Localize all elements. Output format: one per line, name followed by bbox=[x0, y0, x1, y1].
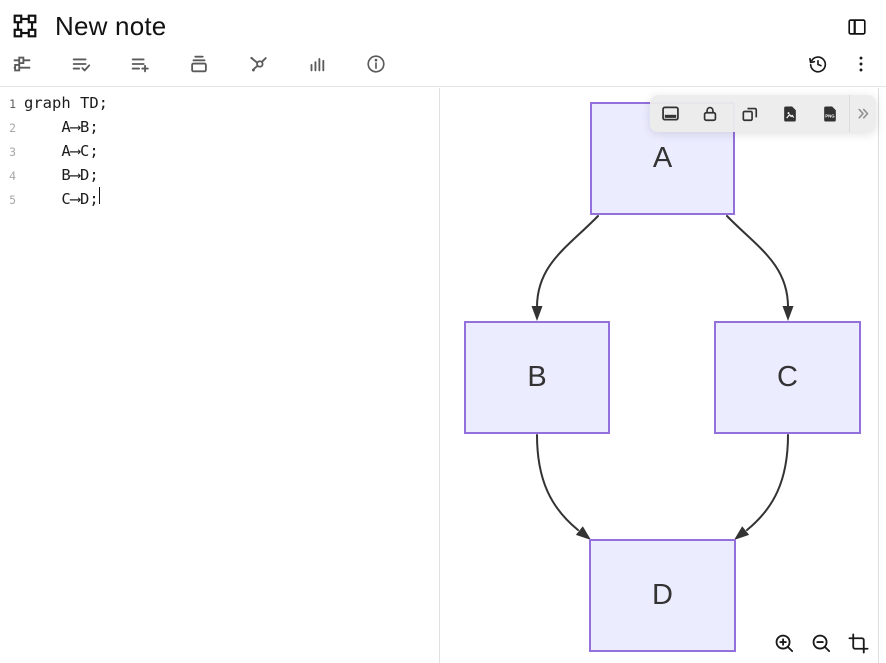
actions-toolbar bbox=[0, 47, 886, 81]
diagram-node-c[interactable]: C bbox=[714, 321, 861, 434]
duplicate-icon bbox=[742, 107, 758, 121]
code-line[interactable]: 2 A⟶B; bbox=[0, 115, 439, 139]
diagram-edges bbox=[531, 215, 794, 540]
edge-a-b bbox=[536, 215, 599, 308]
canvas-controls bbox=[772, 631, 870, 655]
stats-bars-icon bbox=[310, 58, 325, 72]
frame-icon bbox=[12, 13, 38, 39]
more-menu-button[interactable] bbox=[843, 48, 879, 80]
archive-box-button[interactable] bbox=[181, 48, 217, 80]
export-image-button[interactable] bbox=[770, 95, 810, 132]
export-png-button[interactable]: PNG bbox=[810, 95, 849, 132]
fit-to-screen-button[interactable] bbox=[846, 631, 870, 655]
line-number: 1 bbox=[9, 97, 16, 111]
expand-more-button[interactable] bbox=[849, 95, 876, 132]
diagram-canvas[interactable]: A B C D bbox=[441, 88, 886, 663]
duplicate-button[interactable] bbox=[730, 95, 770, 132]
mind-map-icon bbox=[250, 56, 267, 72]
selection-toolbar: PNG bbox=[650, 95, 876, 132]
text-cursor bbox=[98, 187, 101, 204]
mind-map-button[interactable] bbox=[240, 48, 276, 80]
actions-left bbox=[0, 48, 394, 80]
code-text: A⟶B; bbox=[24, 118, 99, 136]
export-png-icon: PNG bbox=[823, 106, 836, 121]
code-line[interactable]: 3 A⟶C; bbox=[0, 139, 439, 163]
zoom-out-button[interactable] bbox=[809, 631, 833, 655]
edge-a-c bbox=[726, 215, 789, 308]
zoom-in-icon bbox=[775, 634, 793, 652]
list-add-icon bbox=[131, 58, 149, 73]
code-line[interactable]: 5 C⟶D; bbox=[0, 187, 439, 211]
svg-text:PNG: PNG bbox=[825, 113, 835, 118]
list-check-icon bbox=[72, 58, 91, 72]
lock-button[interactable] bbox=[690, 95, 730, 132]
adjustments-button[interactable] bbox=[4, 48, 40, 80]
zoom-out-icon bbox=[812, 634, 830, 652]
line-number: 2 bbox=[9, 121, 16, 135]
code-line[interactable]: 1 graph TD; bbox=[0, 91, 439, 115]
export-image-icon bbox=[784, 106, 796, 121]
line-number: 4 bbox=[9, 169, 16, 183]
node-label: B bbox=[527, 361, 547, 393]
page-title: New note bbox=[55, 10, 167, 41]
title-row: New note bbox=[0, 8, 886, 44]
node-label: A bbox=[652, 142, 673, 174]
arrowhead-d-left bbox=[575, 526, 591, 540]
node-label: D bbox=[652, 579, 673, 611]
chevrons-right-icon bbox=[858, 108, 869, 119]
panel-right-icon[interactable] bbox=[842, 12, 872, 42]
arrowhead-d-right bbox=[734, 526, 750, 540]
canvas-edge-divider bbox=[878, 88, 879, 663]
crop-icon bbox=[847, 632, 869, 654]
code-line[interactable]: 4 B⟶D; bbox=[0, 163, 439, 187]
actions-right bbox=[800, 48, 886, 80]
code-text: B⟶D; bbox=[24, 166, 99, 184]
edge-b-d bbox=[536, 434, 579, 531]
history-button[interactable] bbox=[800, 48, 836, 80]
more-vertical-icon bbox=[859, 56, 863, 72]
code-text: C⟶D; bbox=[24, 190, 99, 208]
adjustments-icon bbox=[13, 56, 31, 72]
arrowhead-c bbox=[782, 306, 794, 321]
archive-box-icon bbox=[191, 55, 207, 73]
code-text: A⟶C; bbox=[24, 142, 99, 160]
list-check-button[interactable] bbox=[63, 48, 99, 80]
line-number: 5 bbox=[9, 193, 16, 207]
node-label: C bbox=[777, 361, 798, 393]
history-icon bbox=[809, 56, 827, 73]
code-text: graph TD; bbox=[24, 94, 108, 112]
stats-button[interactable] bbox=[299, 48, 335, 80]
info-button[interactable] bbox=[358, 48, 394, 80]
line-number: 3 bbox=[9, 145, 16, 159]
lock-icon bbox=[703, 106, 717, 121]
info-icon bbox=[367, 55, 385, 73]
display-frame-button[interactable] bbox=[650, 95, 690, 132]
code-editor[interactable]: 1 graph TD; 2 A⟶B; 3 A⟶C; 4 B⟶D; 5 C⟶D; bbox=[0, 88, 440, 663]
diagram-node-b[interactable]: B bbox=[464, 321, 610, 434]
list-add-button[interactable] bbox=[122, 48, 158, 80]
edge-c-d bbox=[746, 434, 789, 531]
display-frame-icon bbox=[661, 106, 679, 121]
header: New note bbox=[0, 0, 886, 87]
arrowhead-b bbox=[531, 306, 543, 321]
diagram-node-d[interactable]: D bbox=[589, 539, 736, 652]
zoom-in-button[interactable] bbox=[772, 631, 796, 655]
